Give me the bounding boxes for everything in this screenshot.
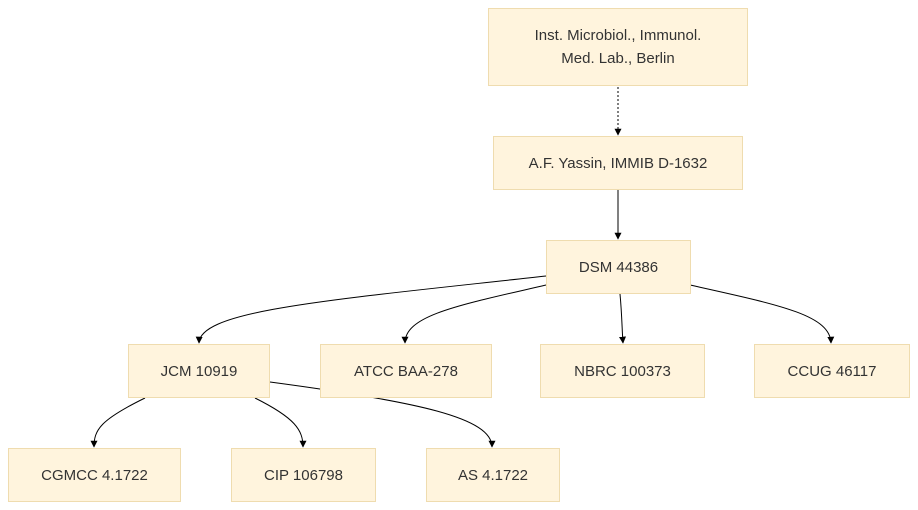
- node-ccug-46117: CCUG 46117: [754, 344, 910, 398]
- edge-n3-n5: [401, 284, 547, 344]
- node-cgmcc-4-1722: CGMCC 4.1722: [8, 448, 181, 502]
- node-inst-microbiol-berlin: Inst. Microbiol., Immunol. Med. Lab., Be…: [488, 8, 748, 86]
- node-dsm-44386: DSM 44386: [546, 240, 691, 294]
- node-af-yassin: A.F. Yassin, IMMIB D-1632: [493, 136, 743, 190]
- edge-n3-n7: [689, 284, 835, 344]
- edge-n4-n8: [90, 397, 146, 448]
- edge-n3-n4: [195, 275, 547, 344]
- node-as-4-1722: AS 4.1722: [426, 448, 560, 502]
- node-nbrc-100373: NBRC 100373: [540, 344, 705, 398]
- edge-n4-n9: [254, 397, 307, 448]
- node-atcc-baa-278: ATCC BAA-278: [320, 344, 492, 398]
- edge-n3-n6: [619, 293, 627, 344]
- node-jcm-10919: JCM 10919: [128, 344, 270, 398]
- node-cip-106798: CIP 106798: [231, 448, 376, 502]
